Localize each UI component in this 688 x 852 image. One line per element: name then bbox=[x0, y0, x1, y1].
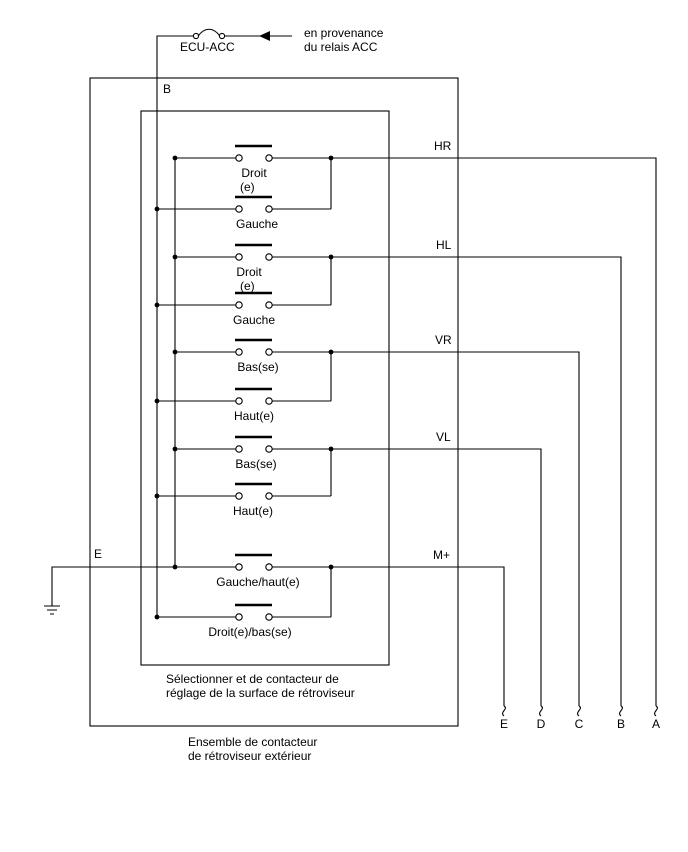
wire-break-icon bbox=[619, 705, 623, 717]
outer-caption-line2: de rétroviseur extérieur bbox=[188, 749, 311, 763]
fuse-label: ECU-ACC bbox=[180, 40, 235, 54]
wire-break-icon bbox=[539, 705, 543, 717]
contact-terminal bbox=[265, 445, 273, 453]
switch-4: Gauche bbox=[154, 291, 331, 327]
output-hl: HL B bbox=[328, 238, 625, 731]
output-wire bbox=[331, 448, 542, 706]
wire-break-icon bbox=[577, 705, 581, 717]
wire-break-icon bbox=[654, 705, 658, 717]
junction-dot bbox=[172, 446, 178, 452]
switch-label: Droit(e)/bas(se) bbox=[208, 625, 291, 639]
contact-terminal bbox=[235, 348, 243, 356]
junction-dot bbox=[154, 493, 160, 499]
contact-terminal bbox=[265, 613, 273, 621]
contact-terminal bbox=[265, 492, 273, 500]
contact-terminal bbox=[265, 348, 273, 356]
junction-dot bbox=[154, 302, 160, 308]
switch-5: Bas(se) bbox=[172, 338, 331, 374]
arrow-icon bbox=[259, 31, 270, 41]
contact-terminal bbox=[235, 492, 243, 500]
switch-10: Droit(e)/bas(se) bbox=[154, 603, 331, 639]
inner-switch-box bbox=[140, 110, 390, 666]
contact-terminal bbox=[235, 563, 243, 571]
junction-dot bbox=[172, 254, 178, 260]
junction-dot bbox=[154, 206, 160, 212]
junction-dot bbox=[172, 155, 178, 161]
switch-label: Gauche/haut(e) bbox=[216, 575, 299, 589]
junction-dot bbox=[172, 349, 178, 355]
contact-terminal bbox=[235, 154, 243, 162]
contact-terminal bbox=[235, 613, 243, 621]
output-wire bbox=[331, 351, 580, 706]
switch-7: Bas(se) bbox=[172, 435, 331, 471]
switch-9: Gauche/haut(e) bbox=[172, 553, 331, 589]
switch-sublabel: (e) bbox=[240, 180, 255, 194]
output-wire bbox=[331, 157, 657, 706]
junction-dot bbox=[154, 614, 160, 620]
output-label: VR bbox=[435, 333, 452, 347]
contact-terminal bbox=[265, 397, 273, 405]
switch-label: Gauche bbox=[233, 313, 275, 327]
connector-pin-label: D bbox=[537, 717, 546, 731]
connector-pin-label: A bbox=[652, 717, 660, 731]
source-label-line1: en provenance bbox=[304, 26, 384, 40]
switch-1: Droit(e) bbox=[172, 144, 331, 194]
switch-2: Gauche bbox=[154, 195, 331, 231]
switch-label: Haut(e) bbox=[233, 504, 273, 518]
contact-terminal bbox=[235, 205, 243, 213]
ground-rail: E bbox=[44, 158, 176, 615]
switch-label: Haut(e) bbox=[234, 409, 274, 423]
contact-terminal bbox=[265, 205, 273, 213]
switch-sublabel: (e) bbox=[240, 279, 255, 293]
inner-caption-line2: réglage de la surface de rétroviseur bbox=[166, 686, 355, 700]
power-input: ECU-ACC en provenance du relais ACC B bbox=[156, 26, 384, 617]
contact-terminal bbox=[265, 154, 273, 162]
junction-dot bbox=[154, 398, 160, 404]
contact-terminal bbox=[235, 397, 243, 405]
switch-label: Droit bbox=[241, 166, 267, 180]
outer-assembly-box bbox=[89, 77, 459, 727]
connector-pin-label: C bbox=[575, 717, 584, 731]
switch-label: Gauche bbox=[236, 217, 278, 231]
connector-pin-label: B bbox=[617, 717, 625, 731]
contact-terminal bbox=[235, 301, 243, 309]
wire-break-icon bbox=[502, 705, 506, 717]
switch-8: Haut(e) bbox=[154, 482, 331, 518]
terminal-b-label: B bbox=[163, 82, 171, 96]
output-wire bbox=[331, 566, 505, 706]
output-vr: VR C bbox=[328, 333, 584, 731]
switch-label: Droit bbox=[236, 265, 262, 279]
output-hr: HR A bbox=[328, 139, 660, 731]
source-label-line2: du relais ACC bbox=[304, 40, 378, 54]
outer-caption-line1: Ensemble de contacteur bbox=[188, 735, 317, 749]
contact-terminal bbox=[235, 253, 243, 261]
junction-dot bbox=[172, 564, 178, 570]
switch-group: Droit(e)GaucheDroit(e)GaucheBas(se)Haut(… bbox=[154, 144, 331, 639]
contact-terminal bbox=[235, 445, 243, 453]
switch-label: Bas(se) bbox=[237, 360, 278, 374]
output-label: VL bbox=[436, 430, 451, 444]
terminal-e-label: E bbox=[94, 547, 102, 561]
output-wire bbox=[331, 256, 622, 706]
contact-terminal bbox=[265, 563, 273, 571]
connector-pin-label: E bbox=[500, 717, 508, 731]
switch-6: Haut(e) bbox=[154, 387, 331, 423]
output-label: HL bbox=[436, 238, 452, 252]
contact-terminal bbox=[265, 301, 273, 309]
output-lines: HR A HL B VR C VL D M+ E bbox=[328, 139, 660, 731]
output-label: M+ bbox=[433, 548, 450, 562]
switch-3: Droit(e) bbox=[172, 243, 331, 293]
output-m: M+ E bbox=[328, 548, 508, 731]
inner-caption-line1: Sélectionner et de contacteur de bbox=[166, 672, 339, 686]
output-vl: VL D bbox=[328, 430, 546, 731]
output-label: HR bbox=[434, 139, 452, 153]
switch-label: Bas(se) bbox=[235, 457, 276, 471]
contact-terminal bbox=[265, 253, 273, 261]
